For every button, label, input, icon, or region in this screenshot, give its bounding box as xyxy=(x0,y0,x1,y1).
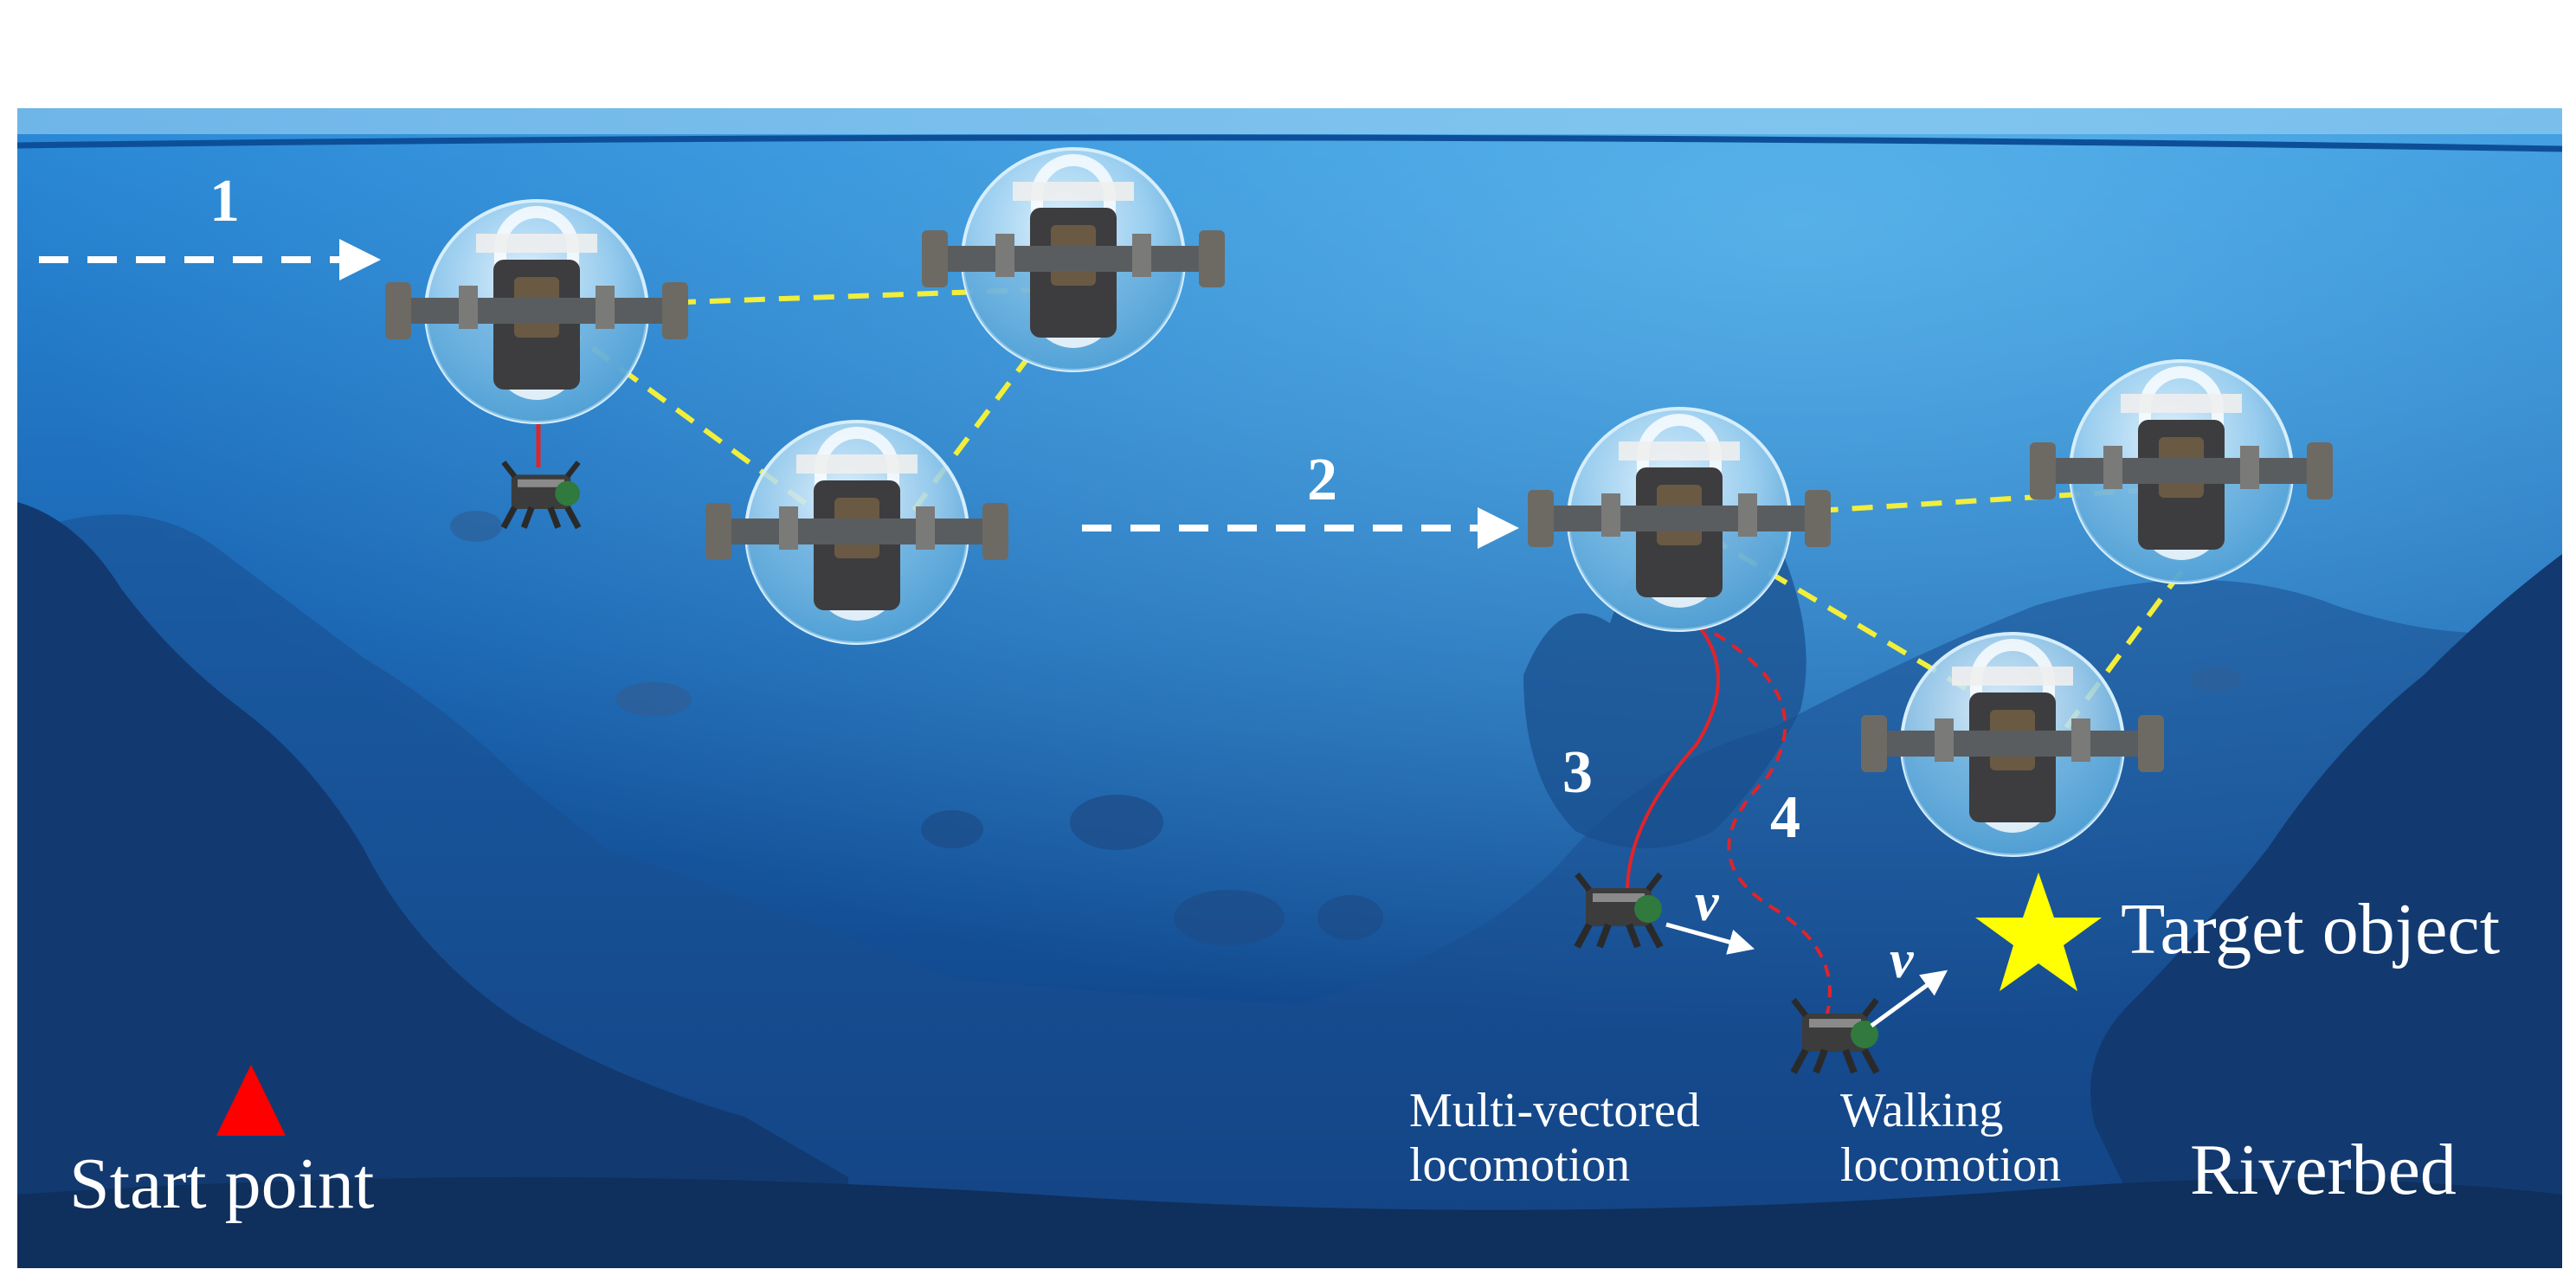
reef-floor xyxy=(17,1177,2562,1268)
multi-vectored-line2: locomotion xyxy=(1409,1137,1631,1192)
sky-band xyxy=(0,0,2576,113)
fish xyxy=(1317,895,1383,940)
velocity-label-1: v xyxy=(1695,873,1719,932)
step-label-1: 1 xyxy=(209,168,240,235)
target-star-icon xyxy=(1975,873,2102,991)
step-label-4: 4 xyxy=(1770,784,1800,851)
fish xyxy=(1070,795,1163,850)
reef-left xyxy=(17,502,848,1268)
surface-highlight xyxy=(17,108,2562,134)
velocity-arrow-2 xyxy=(1870,970,1948,1028)
tether-multi-vectored xyxy=(1626,622,1720,892)
walking-label: Walking locomotion xyxy=(1840,1084,2061,1192)
target-object-label: Target object xyxy=(2121,889,2501,970)
multi-vectored-line1: Multi-vectored xyxy=(1409,1084,1700,1137)
reef-right xyxy=(2090,554,2562,1268)
start-triangle-icon xyxy=(216,1065,286,1136)
fish xyxy=(1174,890,1285,945)
fish xyxy=(615,682,692,717)
multi-vectored-label: Multi-vectored locomotion xyxy=(1409,1084,1700,1192)
step-label-3: 3 xyxy=(1562,739,1593,806)
fish xyxy=(450,511,502,542)
tether-walking xyxy=(1696,622,1832,1018)
water-surface-line xyxy=(16,134,2563,152)
walking-line1: Walking xyxy=(1840,1084,2004,1137)
velocity-label-2: v xyxy=(1890,931,1914,989)
velocity-arrow-1 xyxy=(1665,922,1755,955)
start-point-label: Start point xyxy=(69,1143,375,1224)
riverbed-label: Riverbed xyxy=(2190,1130,2457,1210)
fish xyxy=(921,810,983,848)
walking-line2: locomotion xyxy=(1840,1137,2062,1192)
step-label-2: 2 xyxy=(1307,447,1337,513)
fish xyxy=(2190,667,2242,692)
